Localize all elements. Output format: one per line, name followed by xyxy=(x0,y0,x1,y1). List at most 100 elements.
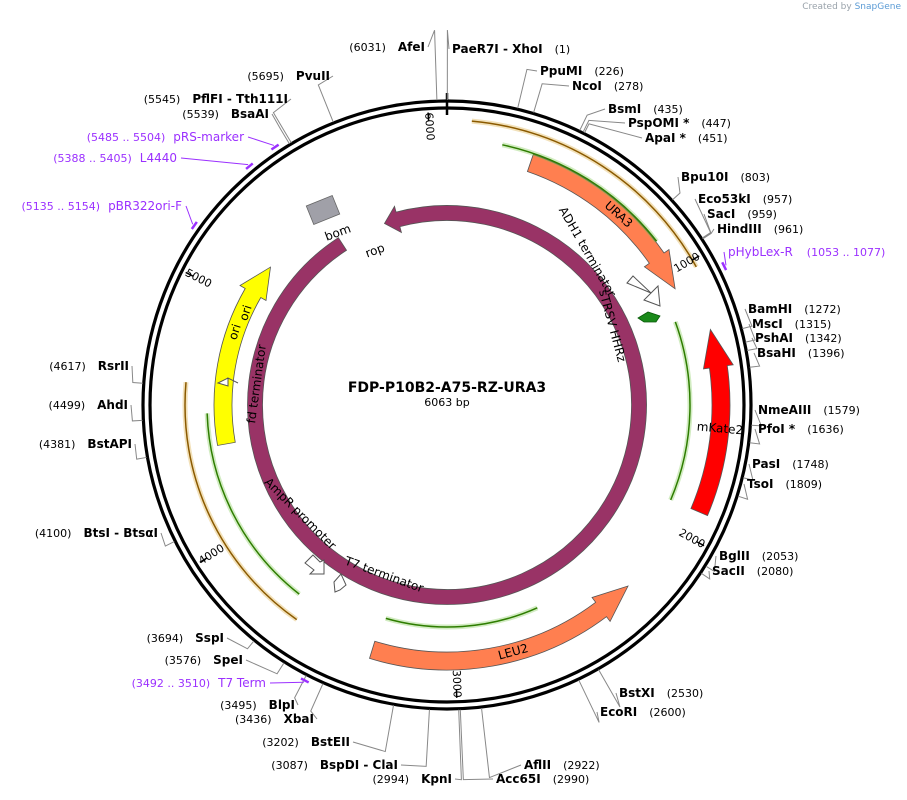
enzyme-site: PasI(1748) xyxy=(752,457,829,471)
primer-leader xyxy=(180,157,249,166)
enzyme-name: BlpI xyxy=(269,698,295,712)
enzyme-leader xyxy=(294,675,307,706)
enzyme-position: (5695) xyxy=(247,70,284,83)
feature-mkate2: mKate2 xyxy=(690,328,744,517)
primer-layer: pRS-marker(5485 .. 5504)L4440(5388 .. 54… xyxy=(22,130,886,690)
enzyme-site: BtsI - BtsαI(4100) xyxy=(35,526,158,540)
tick-label: 4000 xyxy=(196,541,227,567)
enzyme-leader xyxy=(226,637,255,650)
enzyme-name: NmeAIII xyxy=(758,403,811,417)
primer-site: T7 Term (3492 .. 3510) xyxy=(132,676,266,690)
enzyme-name: PaeR7I - XhoI xyxy=(452,42,543,56)
enzyme-name: HindIII xyxy=(717,222,762,236)
bom-box xyxy=(305,194,341,226)
enzyme-leader xyxy=(517,68,538,109)
feature-leu2: LEU2 xyxy=(369,585,629,671)
primer-name: L4440 xyxy=(140,151,177,165)
primer-mark xyxy=(300,677,310,684)
fd-terminator-arrow xyxy=(216,377,239,387)
strand-line xyxy=(385,607,538,628)
annotation-label: fd terminator xyxy=(244,344,269,425)
tick-label: 5000 xyxy=(183,266,214,290)
enzyme-position: (2530) xyxy=(667,687,704,700)
enzyme-leader xyxy=(579,108,606,131)
enzyme-name: SspI xyxy=(195,631,224,645)
enzyme-leader xyxy=(751,409,763,427)
enzyme-name: PflFI - Tth111I xyxy=(192,92,288,106)
enzyme-position: (961) xyxy=(774,223,804,236)
enzyme-site: PflFI - Tth111I (5545) xyxy=(144,92,288,106)
enzyme-leader xyxy=(271,113,290,145)
enzyme-position: (1315) xyxy=(795,318,832,331)
enzyme-site: BglII (2053) xyxy=(719,549,798,563)
enzyme-name: KpnI xyxy=(421,772,452,786)
enzyme-site: Acc65I(2990) xyxy=(496,772,589,786)
enzyme-name: BamHI xyxy=(748,302,792,316)
enzyme-position: (435) xyxy=(653,103,683,116)
enzyme-leader xyxy=(533,83,570,113)
enzyme-site: Bpu10I(803) xyxy=(681,170,770,184)
enzyme-site: SacI(959) xyxy=(707,207,777,221)
enzyme-name: PfoI * xyxy=(758,422,796,436)
enzyme-name: BglII xyxy=(719,549,750,563)
tick-mark xyxy=(199,557,208,564)
enzyme-site: PpuMI (226) xyxy=(540,64,624,78)
enzyme-site: NcoI(278) xyxy=(572,79,643,93)
tick-mark xyxy=(696,541,705,547)
enzyme-leader xyxy=(584,123,643,139)
enzyme-site: PfoI *(1636) xyxy=(758,422,844,436)
feature-ori: ori xyxy=(213,266,271,446)
enzyme-leader xyxy=(743,463,754,481)
enzyme-position: (4499) xyxy=(49,399,86,412)
strand-line xyxy=(669,321,691,501)
enzyme-site: BsmI(435) xyxy=(608,102,683,116)
primer-name: T7 Term xyxy=(217,676,266,690)
primer-range: (5485 .. 5504) xyxy=(87,131,166,144)
primer-leader xyxy=(185,205,194,225)
enzyme-position: (3436) xyxy=(235,713,272,726)
enzyme-leader xyxy=(737,483,749,500)
enzyme-site: BsaHI(1396) xyxy=(757,346,844,360)
feature-label: mKate2 xyxy=(696,419,743,437)
snapgene-credit: Created by SnapGene xyxy=(802,2,901,12)
enzyme-leader xyxy=(578,679,600,723)
enzyme-name: BstEII xyxy=(311,735,350,749)
enzyme-position: (2600) xyxy=(649,706,686,719)
enzyme-leader xyxy=(749,352,761,368)
tick-mark xyxy=(691,255,700,261)
enzyme-position: (278) xyxy=(614,80,644,93)
enzyme-name: ApaI * xyxy=(645,131,687,145)
enzyme-name: PpuMI xyxy=(540,64,582,78)
feature-arrow xyxy=(247,205,647,605)
enzyme-position: (2990) xyxy=(553,773,590,786)
enzyme-name: SacI xyxy=(707,207,735,221)
enzyme-site: AflII(2922) xyxy=(524,758,600,772)
plasmid-name: FDP-P10B2-A75-RZ-URA3 xyxy=(348,380,546,396)
enzyme-position: (3576) xyxy=(165,654,202,667)
enzyme-leader xyxy=(705,555,717,573)
enzyme-name: AhdI xyxy=(97,398,128,412)
primer-mark xyxy=(190,221,198,230)
enzyme-position: (2053) xyxy=(762,550,799,563)
enzyme-name: BstXI xyxy=(619,686,655,700)
enzyme-position: (5545) xyxy=(144,93,181,106)
primer-mark xyxy=(245,162,254,170)
enzyme-position: (1748) xyxy=(792,458,829,471)
enzyme-leader xyxy=(582,119,626,133)
tick-mark xyxy=(185,271,194,277)
primer-leader xyxy=(723,251,727,266)
enzyme-position: (957) xyxy=(763,193,793,206)
enzyme-position: (3694) xyxy=(147,632,184,645)
primer-range: (1053 .. 1077) xyxy=(807,246,886,259)
tick-label: 6000 xyxy=(422,112,437,141)
enzyme-position: (226) xyxy=(594,65,624,78)
primer-name: pRS-marker xyxy=(173,130,244,144)
enzyme-position: (1) xyxy=(555,43,571,56)
primer-range: (3492 .. 3510) xyxy=(132,677,211,690)
enzyme-leader xyxy=(702,213,712,239)
enzyme-name: EcoRI xyxy=(600,705,637,719)
enzyme-site: SpeI(3576) xyxy=(165,653,243,667)
enzyme-site: BspDI - ClaI(3087) xyxy=(271,758,398,772)
